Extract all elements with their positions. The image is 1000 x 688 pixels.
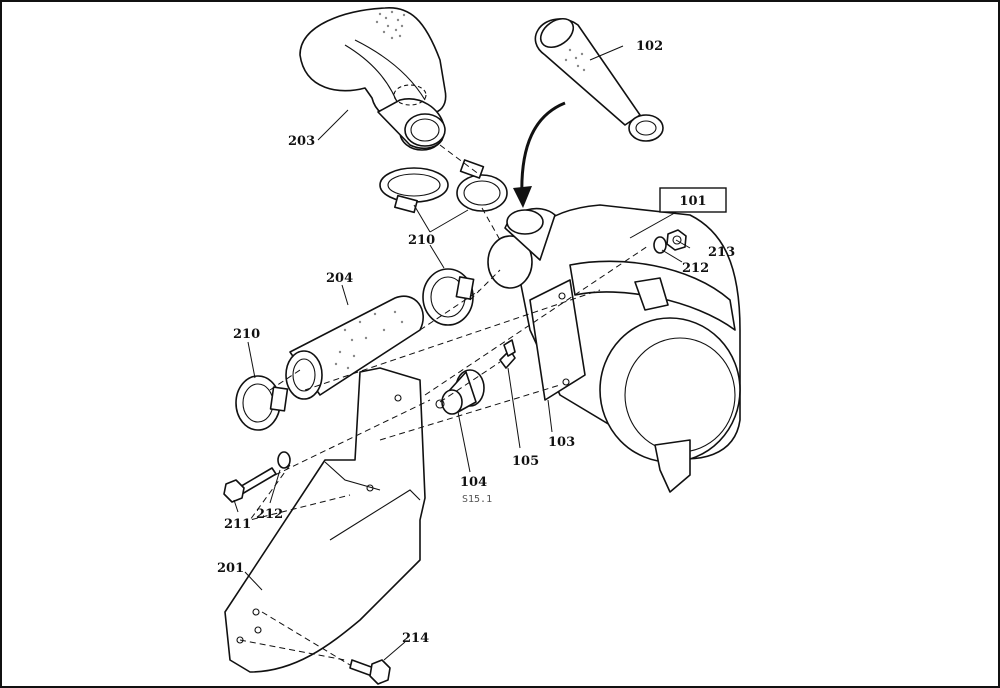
assembly-arrow (520, 101, 566, 199)
leader-101 (629, 209, 681, 239)
callout-210-left: 210 (233, 327, 260, 342)
leader-105 (507, 367, 521, 449)
dash-line-4 (419, 289, 481, 331)
dash-line-3 (469, 269, 501, 301)
part-104-sensor (435, 369, 485, 415)
dash-line-11 (248, 464, 351, 521)
leader-203 (317, 109, 349, 141)
leader-210-top-c (429, 244, 445, 269)
callout-212-left: 212 (256, 507, 283, 522)
leader-104 (457, 411, 471, 473)
part-201-bracket (224, 367, 426, 673)
part-203-intake-elbow (299, 7, 447, 151)
callout-214: 214 (402, 631, 429, 646)
dash-line-8 (379, 384, 561, 441)
leader-213 (675, 239, 691, 249)
part-211-bolt-left (223, 467, 277, 503)
callout-210-top: 210 (408, 233, 435, 248)
callout-213: 213 (708, 245, 735, 260)
leader-211 (233, 499, 239, 513)
part-210-clamp-middle (422, 268, 475, 326)
leader-212-right (661, 249, 683, 263)
callout-203: 203 (288, 134, 315, 149)
callout-105: 105 (512, 454, 539, 469)
callout-104-sub: S15.1 (462, 494, 492, 505)
part-210-clamp-top-left (379, 167, 449, 214)
dash-line-2 (481, 207, 501, 241)
dash-line-7 (439, 361, 501, 403)
leader-212-left (269, 469, 281, 504)
part-214-bolt-bottom (349, 659, 391, 685)
part-210-clamp-left (235, 375, 289, 431)
leader-201 (244, 571, 263, 591)
leader-204 (341, 284, 349, 306)
callout-101-box (659, 187, 727, 213)
dash-line-13 (261, 611, 351, 666)
callout-104: 104 (460, 475, 487, 490)
leader-103 (547, 399, 553, 433)
callout-204: 204 (326, 271, 353, 286)
leader-210-top-b (429, 209, 469, 233)
leader-210-top-a (413, 204, 431, 233)
leader-210-left (247, 341, 256, 379)
callout-212-right: 212 (682, 261, 709, 276)
callout-201: 201 (217, 561, 244, 576)
dash-line-5 (269, 369, 301, 391)
dash-line-1 (439, 144, 481, 176)
leader-214 (383, 641, 406, 661)
part-101-air-cleaner-housing (487, 204, 741, 493)
dash-line-10 (274, 399, 431, 476)
part-210-clamp-top-right (456, 159, 508, 212)
assembly-arrow-head (513, 186, 532, 208)
dash-line-9 (424, 245, 649, 396)
leader-102 (589, 45, 624, 61)
dash-line-12 (239, 639, 346, 661)
callout-102: 102 (636, 39, 663, 54)
callout-103: 103 (548, 435, 575, 450)
part-102-precleaner (534, 17, 664, 142)
callout-211: 211 (224, 517, 251, 532)
part-212-washer-left (277, 451, 291, 469)
callout-101: 101 (679, 194, 706, 209)
dash-line-6 (304, 289, 601, 391)
part-213-nut-right (653, 229, 687, 254)
part-105-fitting (499, 339, 516, 369)
